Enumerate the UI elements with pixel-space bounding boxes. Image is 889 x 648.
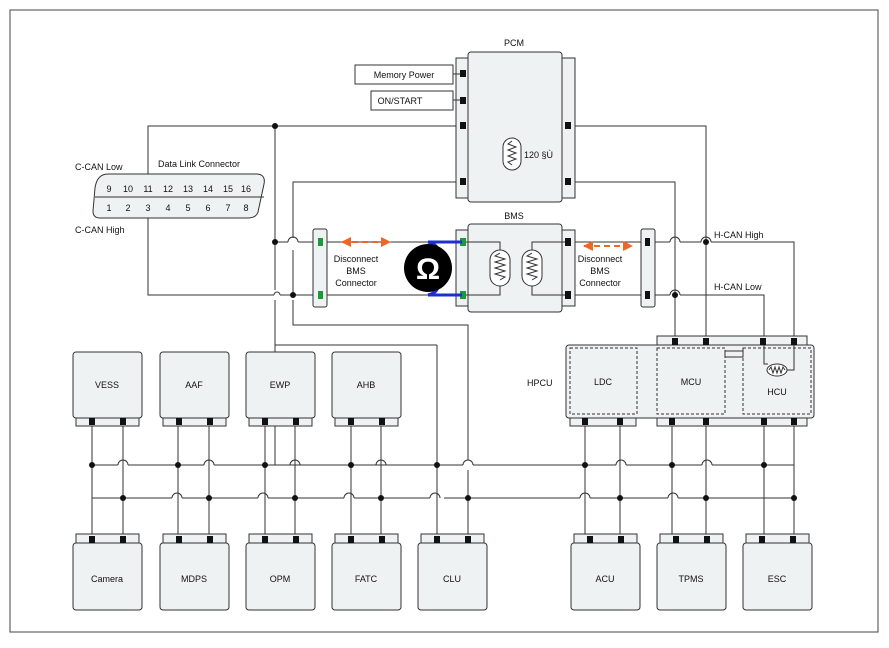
module-mdps: MDPS xyxy=(159,533,230,611)
module-opm: OPM xyxy=(245,533,316,611)
bms-title: BMS xyxy=(504,211,524,221)
svg-text:Memory Power: Memory Power xyxy=(374,70,435,80)
dlc-pin-label: 2 xyxy=(125,203,130,213)
dlc-pin-label: 9 xyxy=(106,184,111,194)
svg-text:Disconnect: Disconnect xyxy=(578,254,623,264)
module-label: FATC xyxy=(355,574,378,584)
dlc-pin-label: 8 xyxy=(243,203,248,213)
module-label: Camera xyxy=(91,574,123,584)
svg-text:Connector: Connector xyxy=(579,278,621,288)
hpcu-module: HPCU LDC MCU HCU xyxy=(527,335,815,427)
h-can-high-label: H-CAN High xyxy=(714,230,764,240)
ohmmeter-icon: Ω xyxy=(404,240,462,297)
dlc-bottom-pins: 1 2 3 4 5 6 7 8 xyxy=(106,203,248,213)
module-aaf: AAF xyxy=(159,351,230,427)
module-label: EWP xyxy=(270,380,291,390)
module-fatc: FATC xyxy=(331,533,402,611)
left-disconnect-label: Disconnect BMS Connector xyxy=(334,254,379,288)
module-label: ACU xyxy=(595,574,614,584)
data-link-connector: Data Link Connector C-CAN Low C-CAN High… xyxy=(75,159,265,235)
dlc-pin-label: 12 xyxy=(163,184,173,194)
wire-crossings xyxy=(117,236,713,499)
dlc-pin-label: 15 xyxy=(223,184,233,194)
diagram-border xyxy=(9,9,879,633)
dlc-pin-label: 6 xyxy=(205,203,210,213)
c-can-low-label: C-CAN Low xyxy=(75,162,123,172)
pcm-title: PCM xyxy=(504,38,524,48)
dlc-pin-label: 5 xyxy=(185,203,190,213)
dlc-pin-label: 7 xyxy=(225,203,230,213)
dlc-pin-label: 11 xyxy=(143,184,152,194)
module-label: VESS xyxy=(95,380,119,390)
mcu-label: MCU xyxy=(681,377,702,387)
svg-text:Connector: Connector xyxy=(335,278,377,288)
module-label: ESC xyxy=(768,574,787,584)
top-module-row: VESS AAF EWP AHB xyxy=(72,351,402,427)
pcm-module: PCM 120 §Ù xyxy=(455,38,576,203)
module-label: TPMS xyxy=(678,574,703,584)
ldc-label: LDC xyxy=(594,377,613,387)
disconnect-arrows xyxy=(341,237,633,251)
module-label: OPM xyxy=(270,574,291,584)
pcm-resistor-label: 120 §Ù xyxy=(524,150,553,160)
svg-text:Ω: Ω xyxy=(416,253,440,286)
dlc-pin-label: 13 xyxy=(183,184,193,194)
left-disconnect-connector xyxy=(312,228,328,308)
memory-power-box: Memory Power xyxy=(354,64,460,85)
dlc-pin-label: 14 xyxy=(203,184,213,194)
dlc-pin-label: 1 xyxy=(106,203,111,213)
dlc-title: Data Link Connector xyxy=(158,159,240,169)
module-clu: CLU xyxy=(417,533,488,611)
h-can-low-label: H-CAN Low xyxy=(714,282,762,292)
dlc-pin-label: 4 xyxy=(165,203,170,213)
module-ahb: AHB xyxy=(331,351,402,427)
svg-text:Disconnect: Disconnect xyxy=(334,254,379,264)
c-can-high-label: C-CAN High xyxy=(75,225,125,235)
module-camera: Camera xyxy=(72,533,143,611)
bms-module: BMS xyxy=(455,211,576,313)
bottom-module-row: Camera MDPS OPM FATC CLU ACU TPMS ESC xyxy=(72,533,813,611)
dlc-top-pins: 9 10 11 12 13 14 15 16 xyxy=(106,184,251,194)
module-label: AHB xyxy=(357,380,376,390)
svg-text:ON/START: ON/START xyxy=(378,96,423,106)
module-label: MDPS xyxy=(181,574,207,584)
module-esc: ESC xyxy=(742,533,813,611)
hpcu-label: HPCU xyxy=(527,378,553,388)
right-disconnect-connector xyxy=(640,228,656,308)
module-acu: ACU xyxy=(570,533,641,611)
svg-text:BMS: BMS xyxy=(590,266,610,276)
dlc-pin-label: 10 xyxy=(123,184,133,194)
svg-text:BMS: BMS xyxy=(346,266,366,276)
module-tpms: TPMS xyxy=(656,533,727,611)
on-start-box: ON/START xyxy=(370,90,460,111)
hcu-label: HCU xyxy=(767,387,787,397)
right-disconnect-label: Disconnect BMS Connector xyxy=(578,254,623,288)
module-ewp: EWP xyxy=(245,351,316,427)
dlc-pin-label: 16 xyxy=(241,184,251,194)
module-label: CLU xyxy=(443,574,461,584)
module-vess: VESS xyxy=(72,351,143,427)
dlc-pin-label: 3 xyxy=(145,203,150,213)
module-label: AAF xyxy=(185,380,203,390)
